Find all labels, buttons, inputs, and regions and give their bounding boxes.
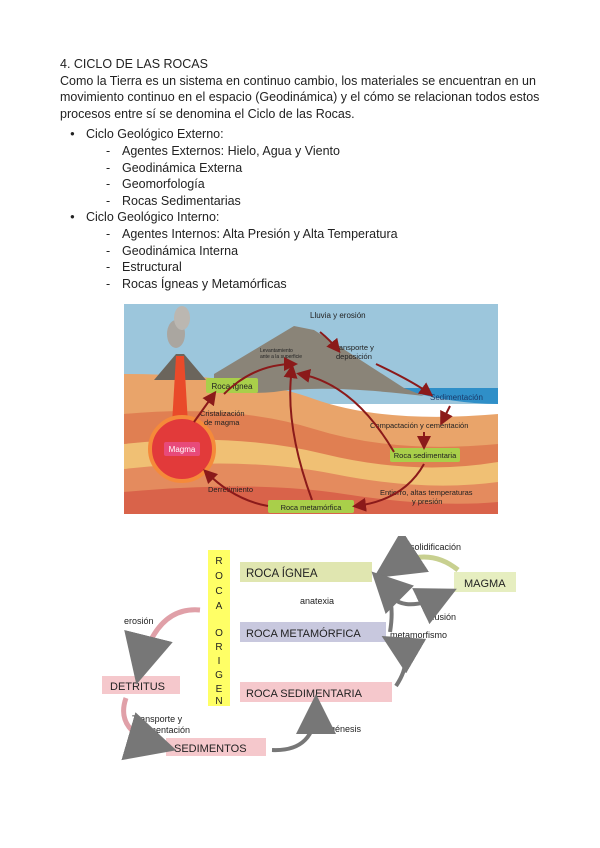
transport-label: deposición bbox=[336, 352, 372, 361]
bullet-label: Ciclo Geológico Externo: bbox=[86, 127, 224, 142]
arrow-diagenesis bbox=[271, 694, 336, 753]
list-item: Agentes Externos: Hielo, Agua y Viento bbox=[106, 143, 540, 160]
origin-letter: I bbox=[218, 656, 221, 667]
diagenesis-label: diagénesis bbox=[318, 724, 362, 734]
origin-letter: N bbox=[215, 696, 222, 707]
sediments-box bbox=[166, 738, 266, 756]
detritus-label: DETRITUS bbox=[110, 681, 165, 693]
list-item: Rocas Sedimentarias bbox=[106, 193, 540, 210]
burial-label: y presión bbox=[412, 497, 442, 506]
sedimentary-box bbox=[390, 448, 460, 462]
arrow bbox=[352, 463, 425, 512]
rock-cycle-illustration: Roca ígnea Magma Roca sedimentaria Roca … bbox=[124, 304, 498, 514]
arrow bbox=[440, 405, 453, 426]
igneous-box bbox=[240, 562, 372, 582]
list-item: Geodinámica Externa bbox=[106, 160, 540, 177]
smoke bbox=[174, 306, 190, 330]
origin-letter: E bbox=[216, 684, 223, 695]
sedimentation-label: Sedimentación bbox=[430, 393, 483, 402]
magma-box bbox=[454, 572, 516, 592]
origin-letter: G bbox=[215, 670, 223, 681]
solidification-label: solidificación bbox=[410, 542, 461, 552]
arrow-metamorphism bbox=[381, 635, 427, 688]
rain-label: Lluvia y erosión bbox=[310, 311, 366, 320]
arrow-erosion bbox=[124, 607, 201, 685]
sub-list: Agentes Externos: Hielo, Agua y Viento G… bbox=[86, 143, 540, 209]
origin-letter: O bbox=[215, 628, 223, 639]
arrow bbox=[319, 331, 341, 354]
transport-label: sedimentación bbox=[132, 725, 190, 735]
sub-list: Agentes Internos: Alta Presión y Alta Te… bbox=[86, 226, 540, 292]
arrow-solidification bbox=[373, 536, 460, 579]
arrow-transport bbox=[121, 697, 177, 761]
metamorphism-label: metamorfismo bbox=[390, 630, 447, 640]
origin-letter: R bbox=[215, 642, 222, 653]
igneous-label: ROCA ÍGNEA bbox=[246, 567, 318, 580]
arrow bbox=[193, 390, 217, 423]
magma-conduit bbox=[172, 356, 188, 424]
magma-label: MAGMA bbox=[464, 578, 506, 590]
bullet-internal: Ciclo Geológico Interno: Agentes Interno… bbox=[60, 209, 540, 292]
metamorphic-box bbox=[268, 500, 354, 513]
erosion-label: erosión bbox=[124, 616, 154, 626]
metamorphic-box bbox=[240, 622, 386, 642]
fusion-label: fusión bbox=[432, 612, 456, 622]
text-block: 4. CICLO DE LAS ROCAS Como la Tierra es … bbox=[60, 56, 540, 292]
sedimentary-label: ROCA SEDIMENTARIA bbox=[246, 688, 363, 700]
sediments-label: SEDIMENTOS bbox=[174, 743, 247, 755]
uplift-label: ante a la superficie bbox=[260, 354, 302, 360]
bullet-label: Ciclo Geológico Interno: bbox=[86, 210, 220, 225]
list-item: Agentes Internos: Alta Presión y Alta Te… bbox=[106, 226, 540, 243]
arrow-fusion bbox=[384, 585, 457, 625]
metamorphic-label: Roca metamórfica bbox=[281, 503, 343, 512]
magma-label: Magma bbox=[169, 445, 196, 454]
arrow bbox=[296, 368, 395, 453]
intro-paragraph: Como la Tierra es un sistema en continuo… bbox=[60, 73, 540, 121]
compaction-label: Compactación y cementación bbox=[370, 421, 468, 430]
arrow bbox=[283, 364, 313, 501]
magma-box bbox=[164, 442, 200, 456]
origin-column bbox=[208, 550, 230, 706]
cycle-list: Ciclo Geológico Externo: Agentes Externo… bbox=[60, 126, 540, 292]
list-item: Geomorfología bbox=[106, 176, 540, 193]
list-item: Geodinámica Interna bbox=[106, 243, 540, 260]
sedimentary-box bbox=[240, 682, 392, 702]
origin-letter: R bbox=[215, 556, 222, 567]
burial-label: Entierro, altas temperaturas bbox=[380, 488, 473, 497]
arrow-anatexis bbox=[371, 571, 414, 633]
arrow bbox=[375, 363, 434, 397]
anatexis-label: anatexia bbox=[300, 596, 334, 606]
metamorphic-label: ROCA METAMÓRFICA bbox=[246, 627, 361, 640]
origin-letter: O bbox=[215, 571, 223, 582]
section-title: 4. CICLO DE LAS ROCAS bbox=[60, 57, 208, 71]
crystallization-label: Cristalización bbox=[200, 409, 245, 418]
list-item: Rocas Ígneas y Metamórficas bbox=[106, 276, 540, 293]
rock-cycle-diagram: R O C A O R I G E N ROCA ÍGNEA ROCA META… bbox=[102, 536, 516, 761]
arrow bbox=[223, 357, 298, 395]
uplift-label: Levantamiento bbox=[260, 348, 293, 354]
crystallization-label: de magma bbox=[204, 418, 240, 427]
mountain bbox=[214, 326, 424, 396]
sedimentary-label: Roca sedimentaria bbox=[394, 451, 457, 460]
transport-label: Transporte y bbox=[132, 714, 183, 724]
list-item: Estructural bbox=[106, 259, 540, 276]
arrow bbox=[203, 469, 269, 507]
origin-letter: C bbox=[215, 586, 222, 597]
bullet-external: Ciclo Geológico Externo: Agentes Externo… bbox=[60, 126, 540, 209]
origin-letter: A bbox=[216, 601, 223, 612]
transport-label: Transporte y bbox=[332, 343, 374, 352]
melting-label: Derretimiento bbox=[208, 485, 253, 494]
